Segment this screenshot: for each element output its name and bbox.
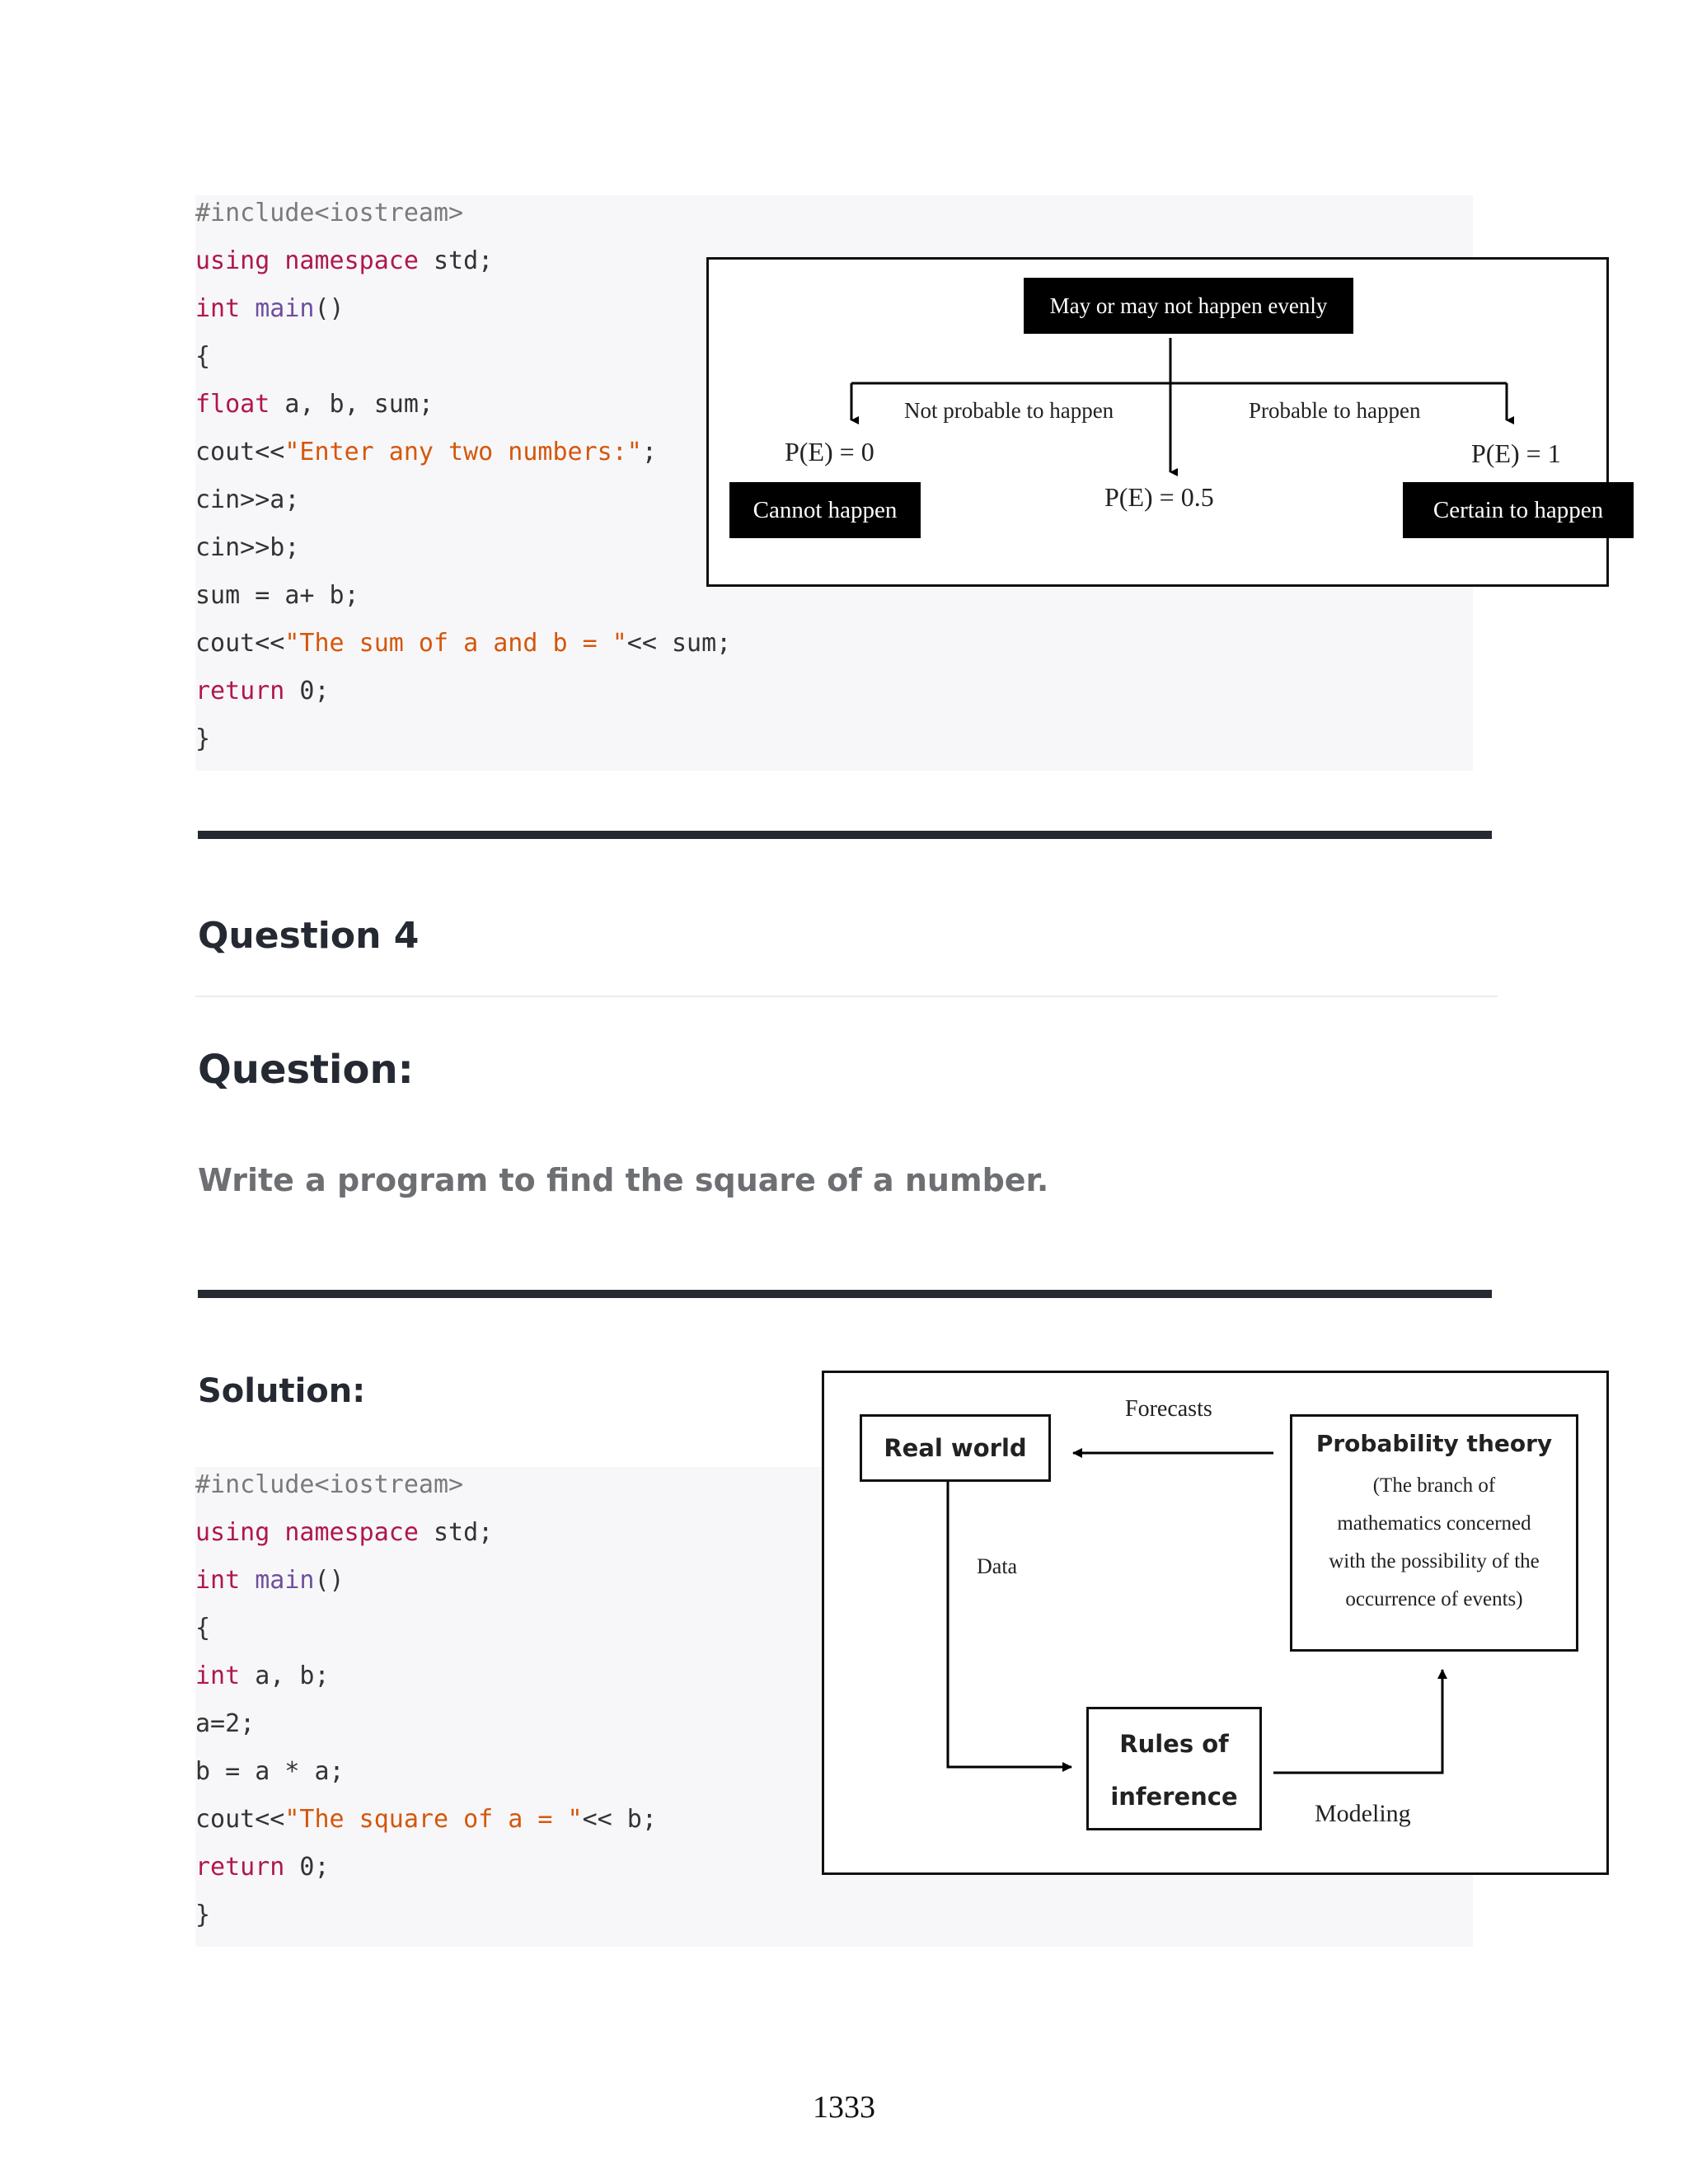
real-world-box: Real world [860,1414,1051,1482]
code-token: a=2; [195,1709,256,1738]
code-line: a=2; [195,1708,255,1741]
code-token: cout<< [195,629,285,658]
code-line: } [195,1899,210,1932]
code-token: return [195,1853,285,1882]
question-text: Write a program to find the square of a … [198,1162,1049,1198]
code-line: cin>>a; [195,484,299,517]
code-token: float [195,390,270,419]
rules-of-inference-box: Rules of inference [1086,1707,1262,1830]
code-line: sum = a+ b; [195,579,359,612]
probability-theory-title: Probability theory [1315,1430,1553,1457]
code-token: b = a * a; [195,1757,345,1786]
code-line: return 0; [195,675,330,708]
code-token: std; [418,246,494,275]
solution-label: Solution: [198,1372,366,1410]
modeling-label: Modeling [1315,1800,1411,1827]
code-token: cout<< [195,1805,285,1834]
code-line: #include<iostream> [195,1469,463,1502]
probability-theory-description: (The branch of mathematics concerned with … [1292,1467,1576,1619]
middle-probability: P(E) = 0.5 [1104,482,1214,512]
probability-theory-box: Probability theory (The branch of mathema… [1290,1414,1578,1652]
code-line: { [195,340,210,373]
code-token: main [255,294,315,323]
code-line: cout<<"Enter any two numbers:"; [195,436,657,469]
diagram-2-arrows [946,1448,1447,1774]
code-line: int main() [195,293,345,326]
code-line: cout<<"The square of a = "<< b; [195,1803,657,1836]
code-token: #include<iostream> [195,199,464,227]
forecasts-label: Forecasts [1125,1396,1212,1422]
code-token: cin>>b; [195,533,300,562]
right-probability: P(E) = 1 [1471,438,1561,468]
code-token: using namespace [195,246,419,275]
code-line: #include<iostream> [195,197,463,230]
code-line: return 0; [195,1851,330,1884]
heading-underline [195,996,1498,997]
code-line: { [195,1612,210,1645]
description-line: occurrence of events) [1345,1588,1523,1610]
code-token: { [195,1614,211,1643]
code-token: cin>>a; [195,485,300,514]
code-token: () [314,1566,345,1595]
code-token [240,294,255,323]
data-label: Data [977,1554,1018,1578]
code-token: } [195,724,211,753]
description-line: with the possibility of the [1329,1550,1540,1572]
code-line: int main() [195,1564,345,1597]
left-probability: P(E) = 0 [785,437,874,466]
code-token: "The sum of a and b = " [284,629,627,658]
question-label: Question: [198,1047,414,1093]
section-divider-1 [198,831,1492,839]
code-line: } [195,723,210,756]
code-token: int [195,294,241,323]
code-token: ; [641,438,657,466]
code-token: main [255,1566,315,1595]
description-line: (The branch of [1372,1474,1496,1497]
code-token: a, b, sum; [270,390,434,419]
code-token: 0; [284,1853,330,1882]
diagram-1-arrows [850,338,1514,476]
cannot-happen-box: Cannot happen [729,482,921,538]
code-line: using namespace std; [195,1516,493,1549]
code-token: "Enter any two numbers:" [284,438,642,466]
section-divider-2 [198,1290,1492,1298]
code-token: a, b; [240,1661,330,1690]
code-token: #include<iostream> [195,1470,464,1499]
code-token: std; [418,1518,494,1547]
code-token: int [195,1566,241,1595]
right-branch-label: Probable to happen [1249,398,1421,423]
code-token: using namespace [195,1518,419,1547]
probability-scale-diagram: May or may not happen evenly Not probabl… [706,257,1634,587]
code-line: using namespace std; [195,245,493,278]
question-heading: Question 4 [198,915,420,957]
code-token [240,1566,255,1595]
certain-to-happen-box: Certain to happen [1403,482,1634,538]
code-token: { [195,342,211,371]
code-token: cout<< [195,438,285,466]
code-token: return [195,677,285,705]
left-branch-label: Not probable to happen [904,398,1114,423]
code-token: } [195,1900,211,1929]
page-number: 1333 [813,2090,875,2125]
code-line: b = a * a; [195,1755,345,1788]
code-token: () [314,294,345,323]
code-token: 0; [284,677,330,705]
code-token: sum = a+ b; [195,581,359,610]
code-line: float a, b, sum; [195,388,434,421]
rules-line-1: Rules of [1119,1730,1229,1758]
code-token: << b; [582,1805,657,1834]
code-line: int a, b; [195,1660,330,1693]
description-line: mathematics concerned [1337,1512,1531,1535]
code-token: int [195,1661,241,1690]
code-token: << sum; [626,629,732,658]
rules-line-2: inference [1110,1783,1238,1811]
probability-theory-diagram: Real world Forecasts Probability theory … [822,1371,1609,1875]
code-token: "The square of a = " [284,1805,583,1834]
code-line: cout<<"The sum of a and b = "<< sum; [195,627,731,660]
top-box: May or may not happen evenly [1024,278,1353,334]
code-line: cin>>b; [195,532,299,565]
